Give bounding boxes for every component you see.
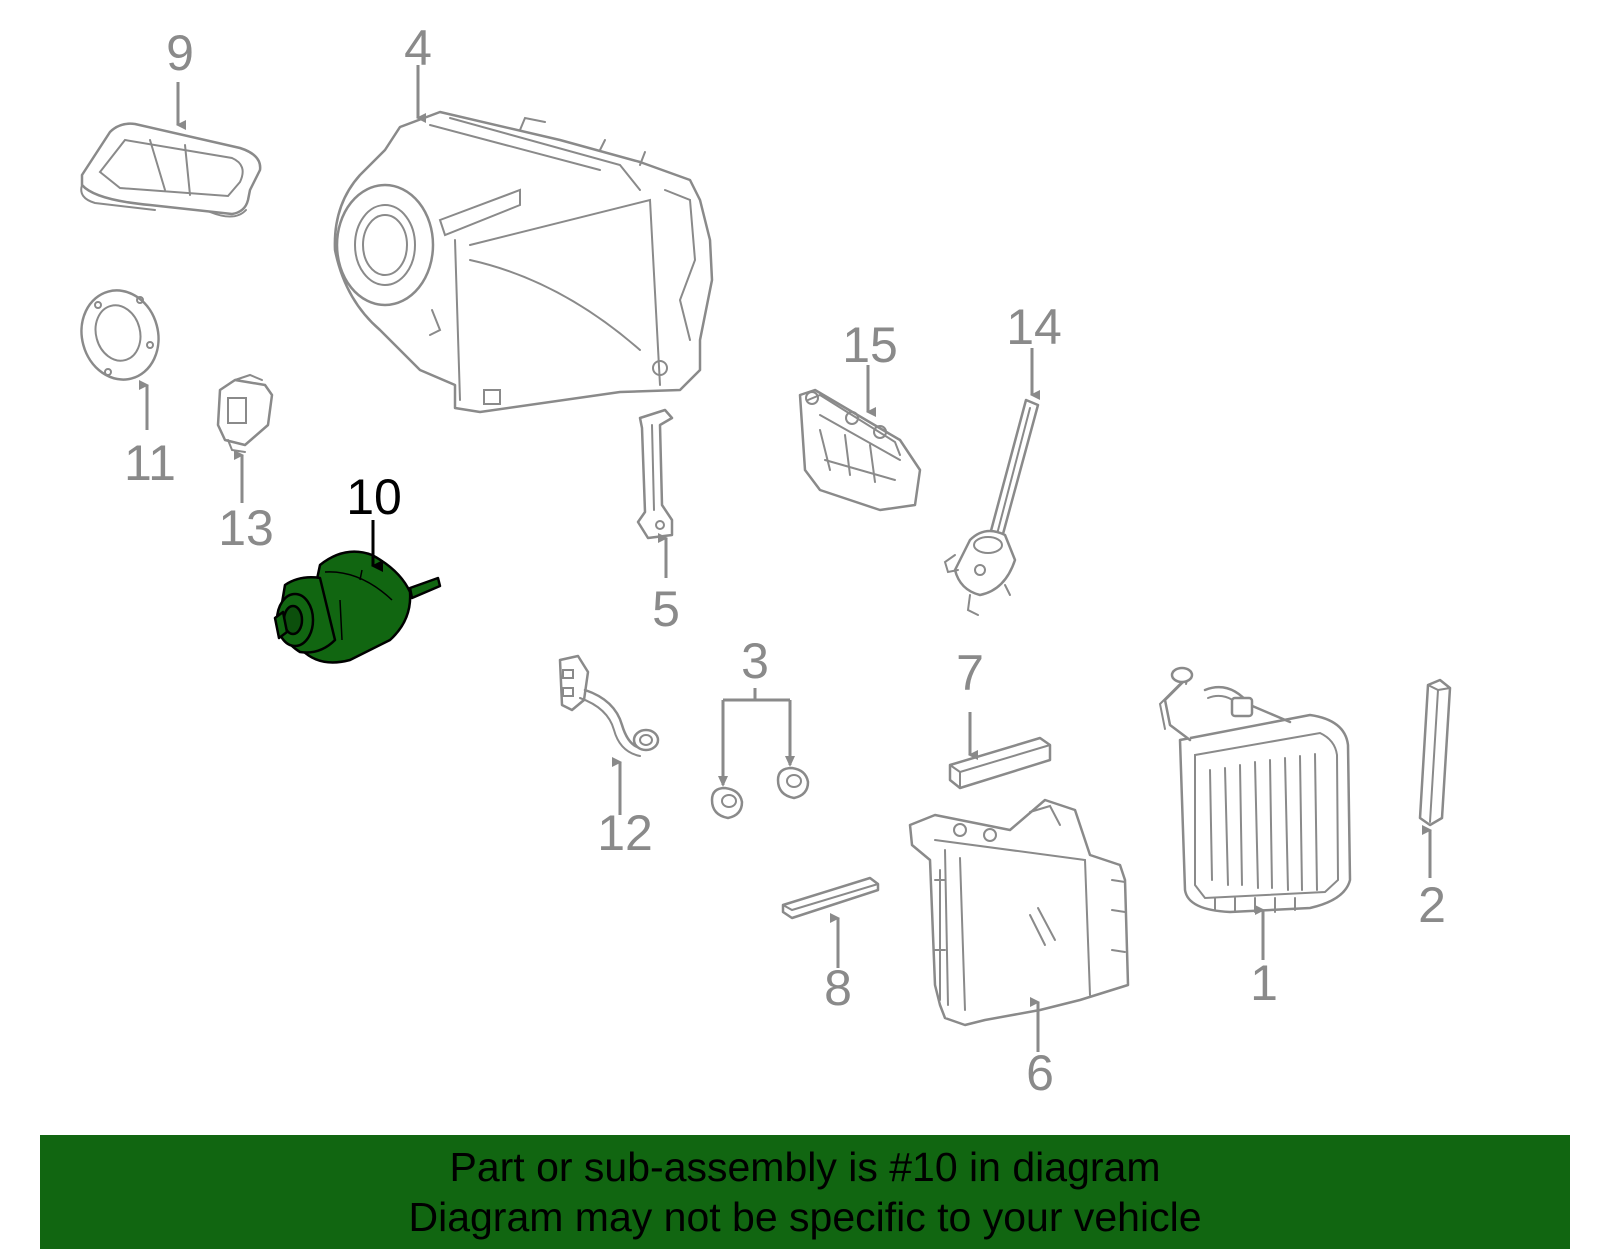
callout-1: 1: [1250, 955, 1278, 1011]
part-9-duct[interactable]: [80, 122, 262, 218]
part-1-evaporator[interactable]: [1158, 666, 1352, 914]
part-5-bracket[interactable]: [636, 408, 674, 540]
callout-10: 10: [346, 469, 402, 525]
callout-12: 12: [597, 805, 653, 861]
part-12-hose[interactable]: [558, 654, 660, 757]
callout-15: 15: [842, 317, 898, 373]
banner-line-2: Diagram may not be specific to your vehi…: [408, 1194, 1202, 1240]
callout-leaders: [139, 65, 1432, 1052]
callout-11: 11: [124, 435, 176, 491]
callout-2: 2: [1418, 877, 1446, 933]
callout-5: 5: [652, 581, 680, 637]
part-10-blower-motor[interactable]: [273, 550, 442, 664]
part-14-actuator[interactable]: [943, 398, 1040, 616]
notice-banner: Part or sub-assembly is #10 in diagram D…: [40, 1135, 1570, 1249]
callout-3: 3: [741, 633, 769, 689]
callout-4: 4: [404, 20, 432, 76]
callout-7: 7: [956, 645, 984, 701]
callout-labels: 9 4 11 13 10 5 15 14 12 3 7 8 6 1 2: [124, 20, 1446, 1101]
part-2-strip[interactable]: [1418, 678, 1452, 827]
callout-9: 9: [166, 25, 194, 81]
part-8-seal[interactable]: [781, 876, 880, 920]
part-13-resistor[interactable]: [216, 373, 274, 453]
part-7-seal[interactable]: [948, 736, 1052, 790]
banner-line-1: Part or sub-assembly is #10 in diagram: [449, 1144, 1161, 1190]
part-6-case[interactable]: [908, 798, 1130, 1027]
part-3-grommets[interactable]: [710, 766, 810, 820]
callout-13: 13: [218, 500, 274, 556]
part-15-door[interactable]: [798, 388, 922, 512]
callout-8: 8: [824, 960, 852, 1016]
leader-3: [721, 688, 792, 785]
part-11-gasket[interactable]: [72, 282, 169, 389]
part-4-housing[interactable]: [333, 110, 714, 414]
callout-14: 14: [1006, 299, 1062, 355]
callout-6: 6: [1026, 1045, 1054, 1101]
